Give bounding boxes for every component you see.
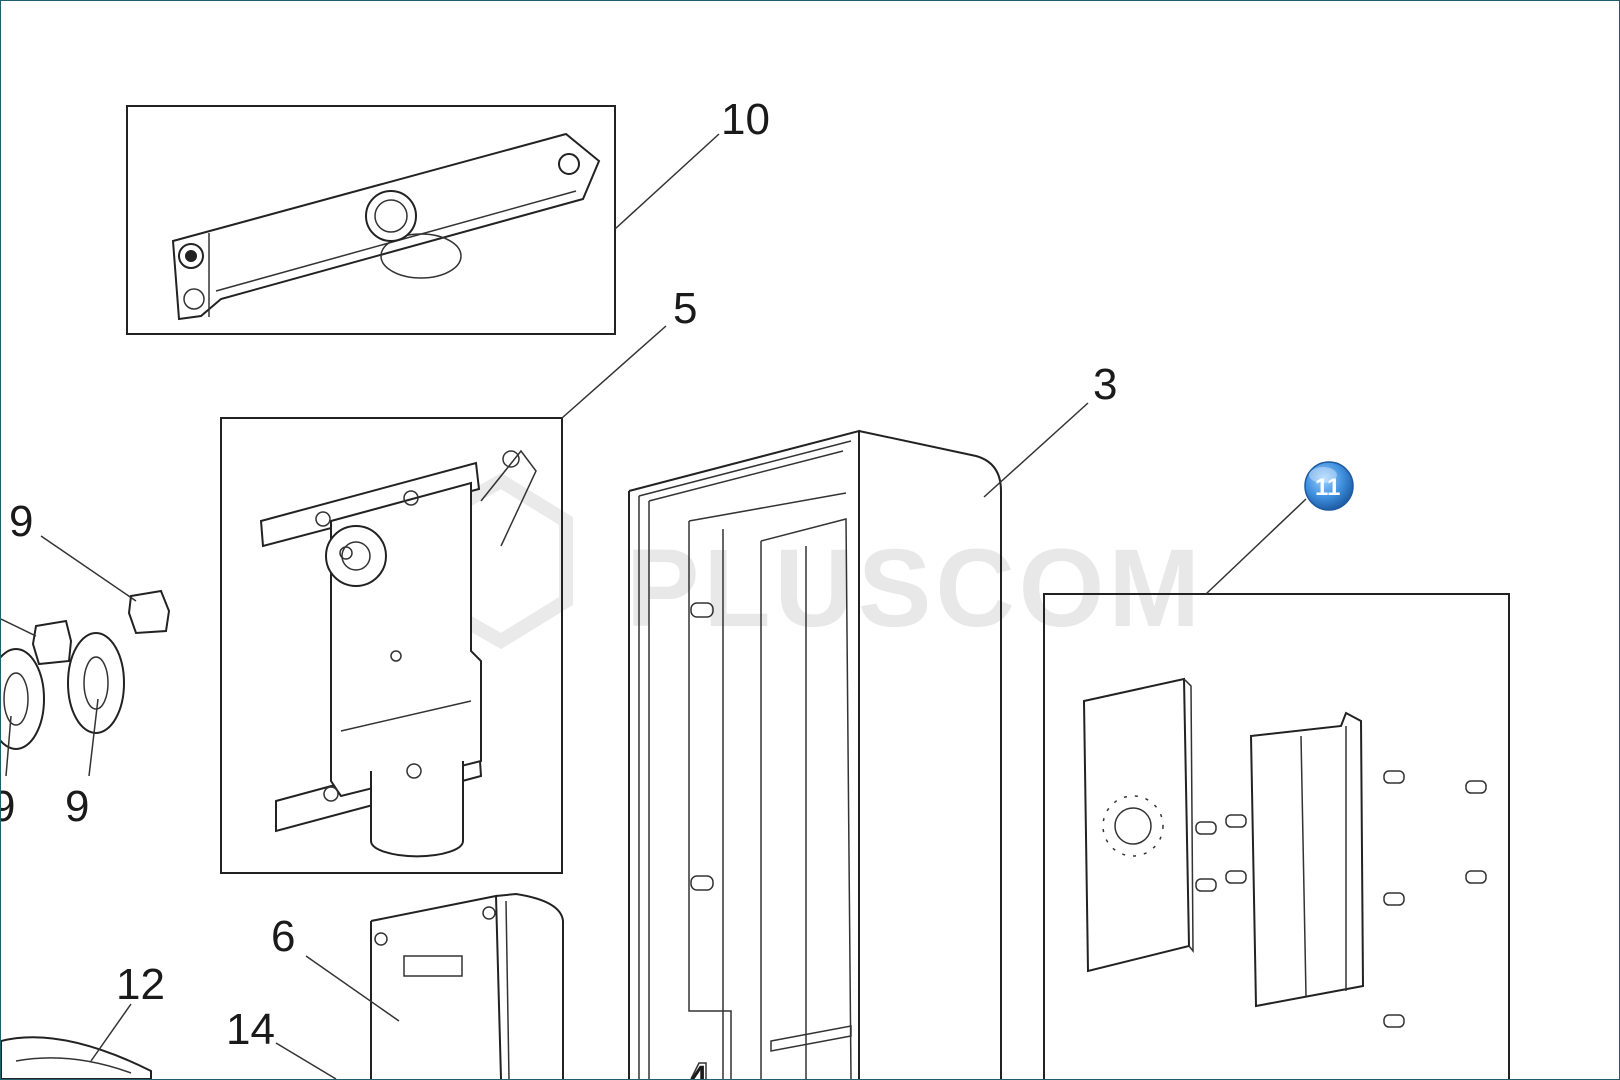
watermark: PLUSCOM — [424, 472, 1204, 650]
callout-3: 3 — [1093, 360, 1117, 409]
part-4-leader — [690, 1062, 707, 1079]
part-5-inset — [220, 325, 667, 874]
callout-9-top: 9 — [9, 497, 33, 546]
callout-11-badge[interactable]: 11 — [1304, 461, 1354, 511]
callout-11-text: 11 — [1315, 474, 1340, 501]
callout-9-right: 9 — [65, 782, 89, 831]
part-9-group — [1, 535, 171, 777]
callout-4: 4 — [685, 1057, 709, 1079]
callout-6: 6 — [271, 912, 295, 961]
part-11-inset — [1043, 498, 1510, 1079]
part-3-column — [628, 402, 1089, 1079]
callout-14: 14 — [226, 1005, 275, 1054]
part-10-inset — [126, 105, 720, 335]
part-6-box — [305, 892, 564, 1079]
callout-9-left: 9 — [1, 782, 15, 831]
callout-12: 12 — [116, 960, 165, 1009]
callout-10: 10 — [721, 95, 770, 144]
watermark-text: PLUSCOM — [626, 527, 1204, 650]
part-12-cover — [1, 1003, 152, 1079]
part-14-leader — [275, 1042, 337, 1079]
callout-5: 5 — [673, 284, 697, 333]
